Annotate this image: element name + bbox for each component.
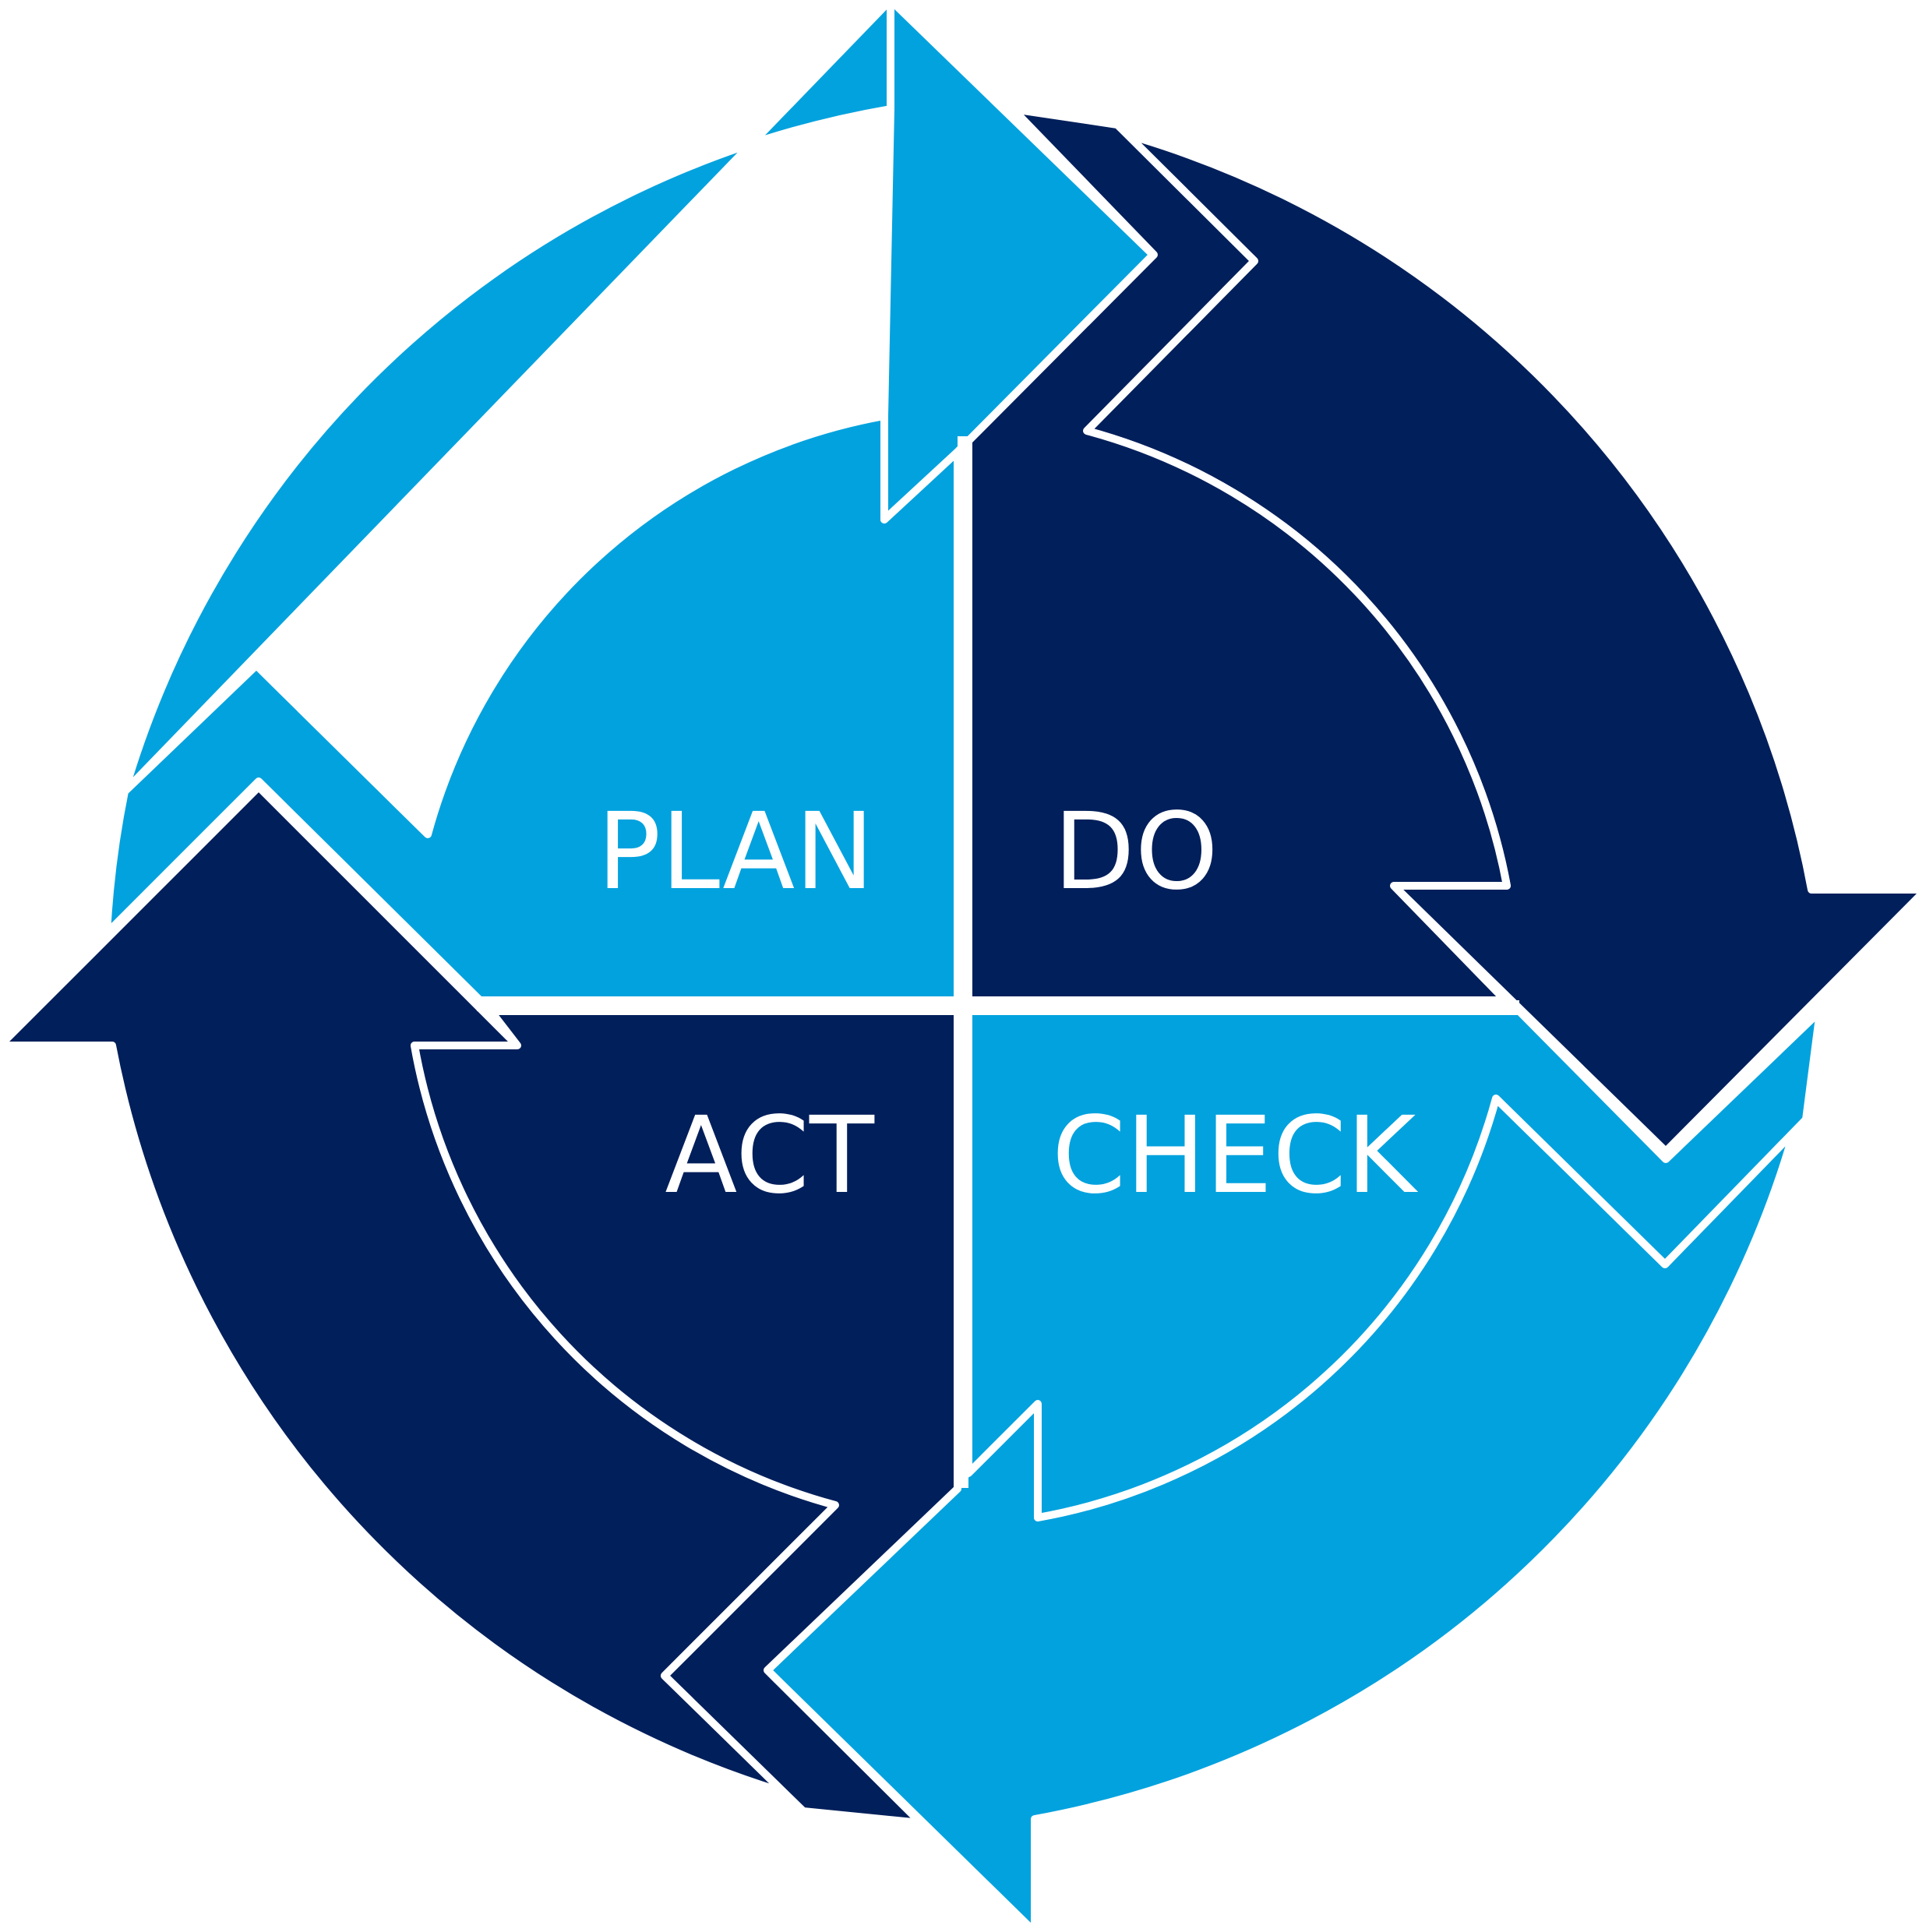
check-sector: CHECK bbox=[764, 1007, 1824, 1932]
plan-arrow bbox=[103, 0, 961, 1004]
do-quadrant bbox=[965, 105, 1511, 1004]
plan-label: PLAN bbox=[597, 791, 874, 914]
act-label: ACT bbox=[665, 1095, 875, 1218]
do-label: DO bbox=[1053, 791, 1219, 914]
do-sector: DO bbox=[965, 105, 1926, 1155]
act-sector: ACT bbox=[0, 783, 961, 1827]
act-quadrant bbox=[411, 1007, 961, 1827]
plan-sector: PLAN bbox=[103, 0, 1157, 1004]
check-quadrant bbox=[965, 1007, 1824, 1521]
check-label: CHECK bbox=[1052, 1095, 1419, 1218]
